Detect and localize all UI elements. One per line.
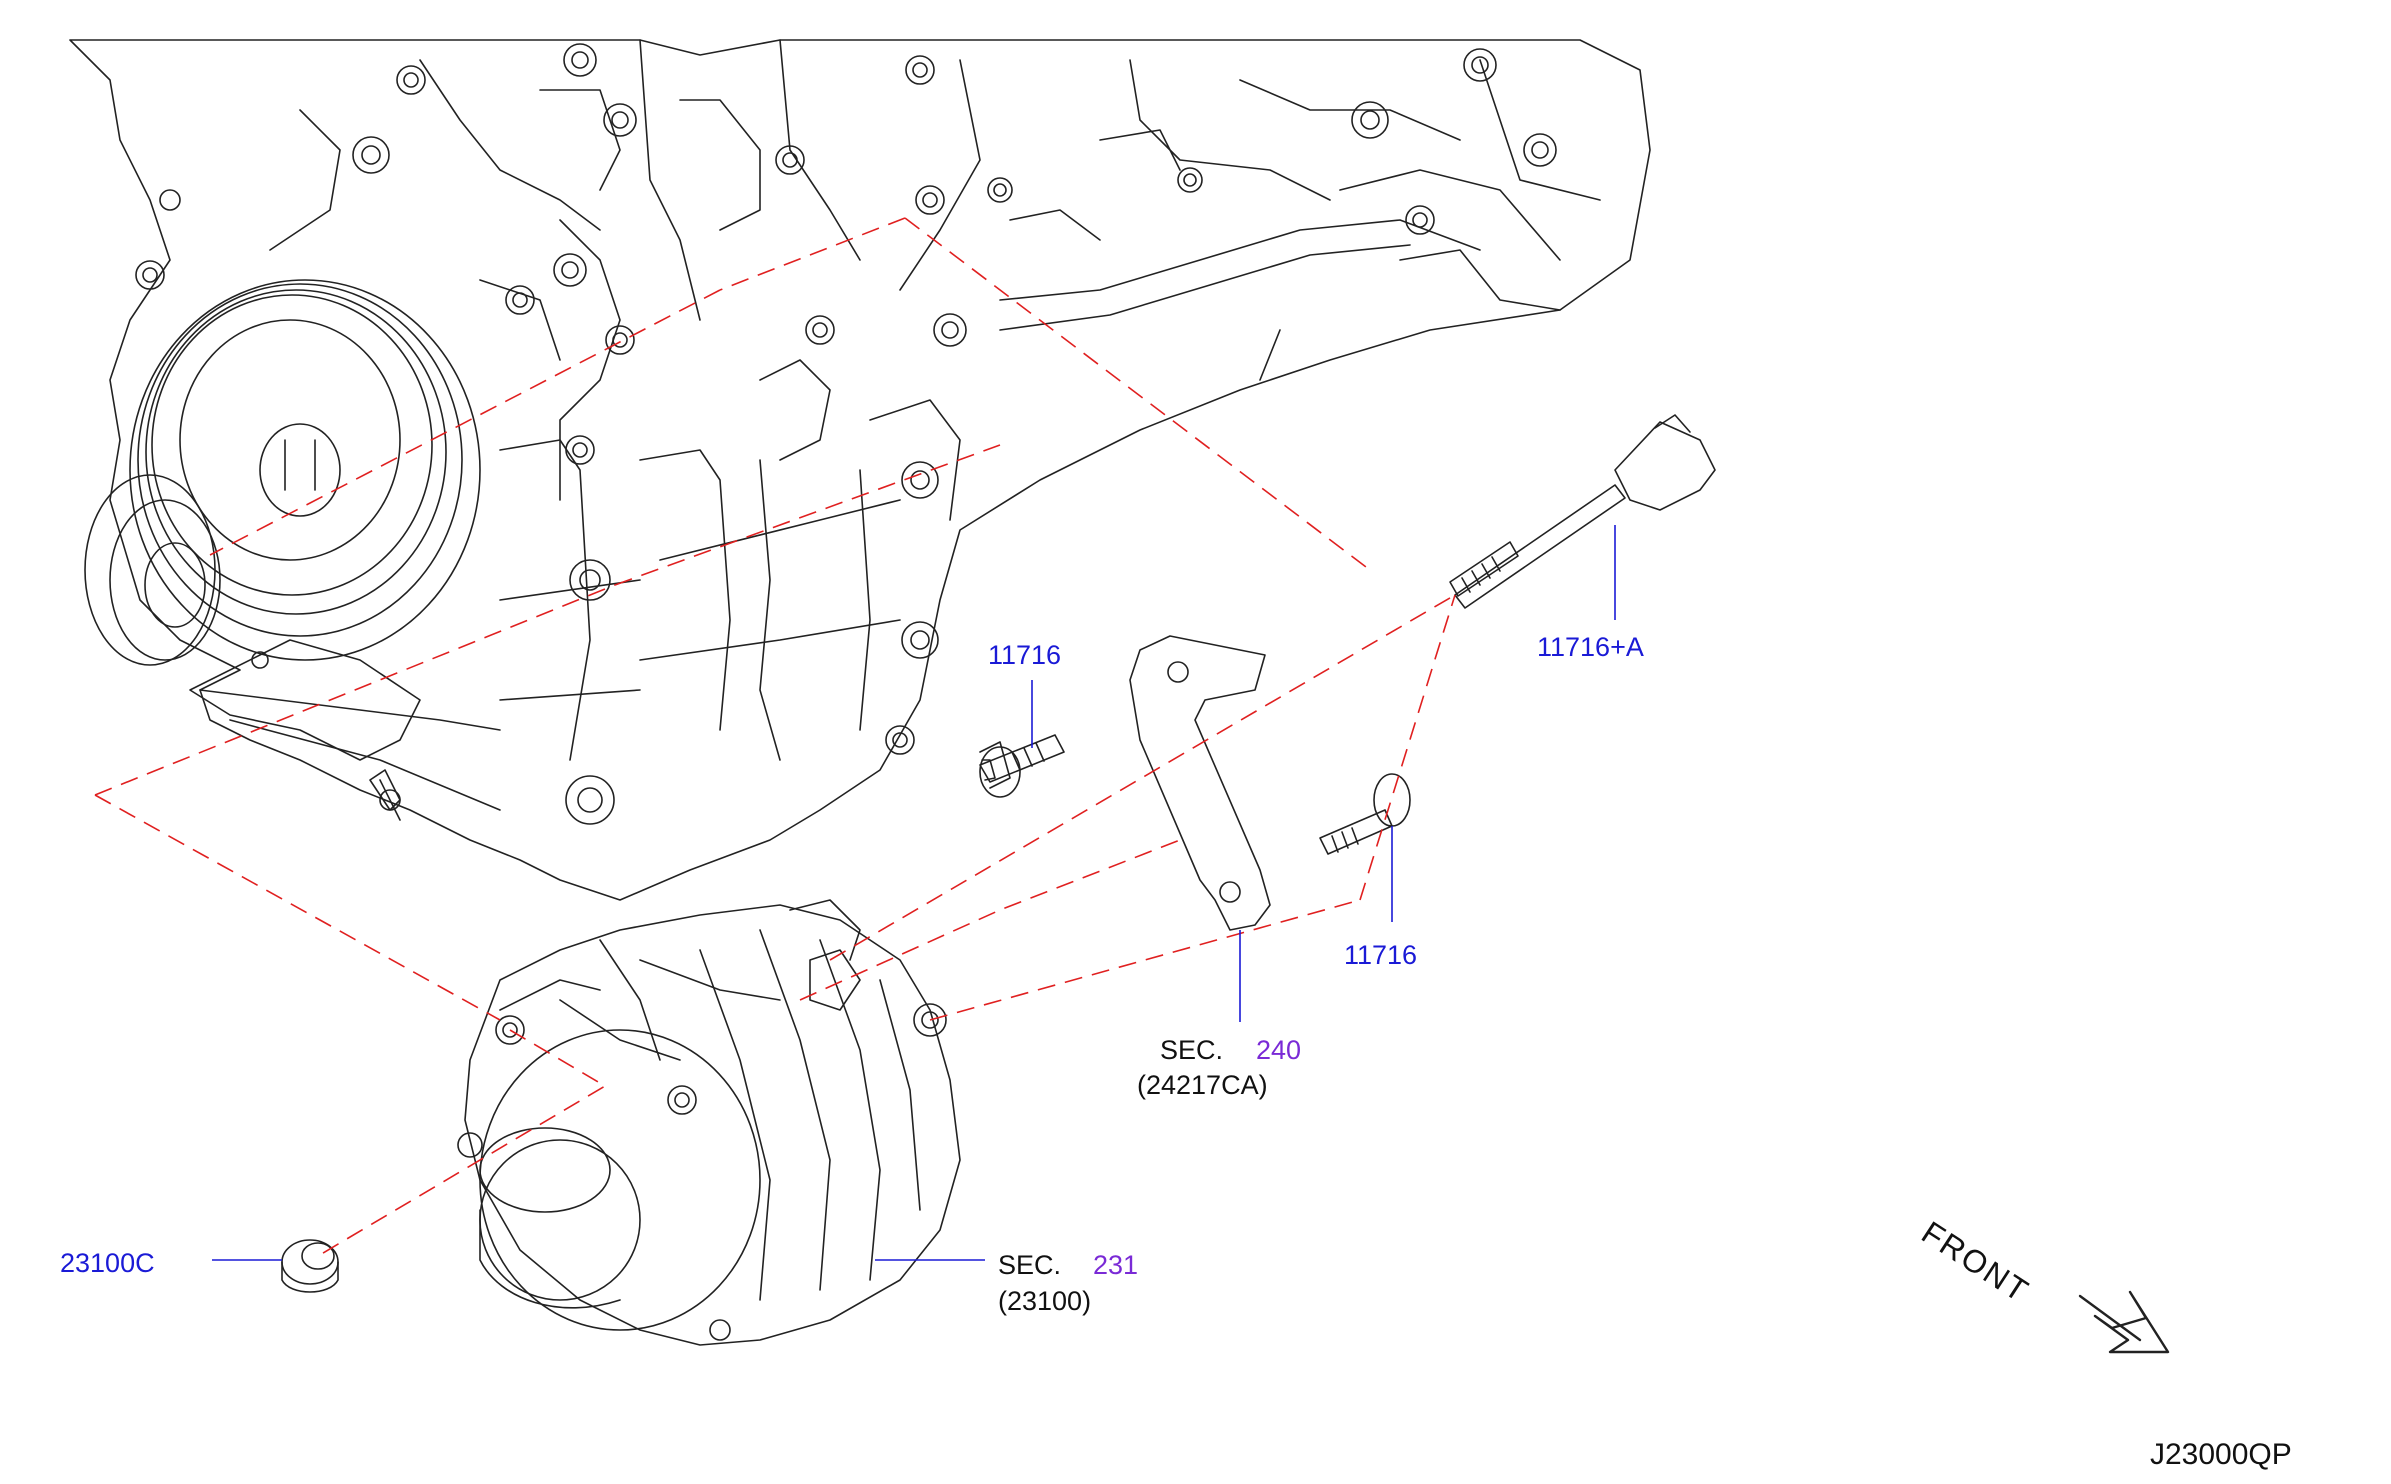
alternator-sec-number[interactable]: 231 — [1093, 1250, 1139, 1280]
bracket-part-number: (24217CA) — [1137, 1070, 1268, 1100]
alternator-sec-prefix: SEC. — [998, 1250, 1062, 1280]
engine-bosses — [135, 43, 1557, 825]
oil-pan-flange — [189, 639, 421, 811]
bolt-lower-label[interactable]: 11716 — [1344, 940, 1418, 970]
arrow-down-right-icon — [2078, 1290, 2170, 1354]
alternator-bracket — [1129, 635, 1271, 931]
leader-lines — [212, 525, 1616, 1261]
bracket-sec-number[interactable]: 240 — [1256, 1035, 1302, 1065]
alternator — [457, 899, 961, 1346]
engine-block — [69, 39, 1651, 901]
phantom-lines — [94, 217, 1456, 1257]
diagram-code: J23000QP — [2150, 1438, 2292, 1471]
stud-bolt-label[interactable]: 11716+A — [1537, 632, 1644, 662]
bolt-upper — [979, 734, 1065, 798]
crank-pulley — [129, 279, 481, 661]
idler-pulley — [84, 474, 221, 666]
nut-label[interactable]: 23100C — [60, 1248, 155, 1278]
nut — [281, 1239, 339, 1293]
bolt-upper-label[interactable]: 11716 — [988, 640, 1062, 670]
bolt-lower — [1319, 773, 1411, 855]
bracket-sec-prefix: SEC. — [1160, 1035, 1224, 1065]
alternator-part-number: (23100) — [998, 1286, 1092, 1316]
stud-bolt — [1449, 414, 1716, 609]
